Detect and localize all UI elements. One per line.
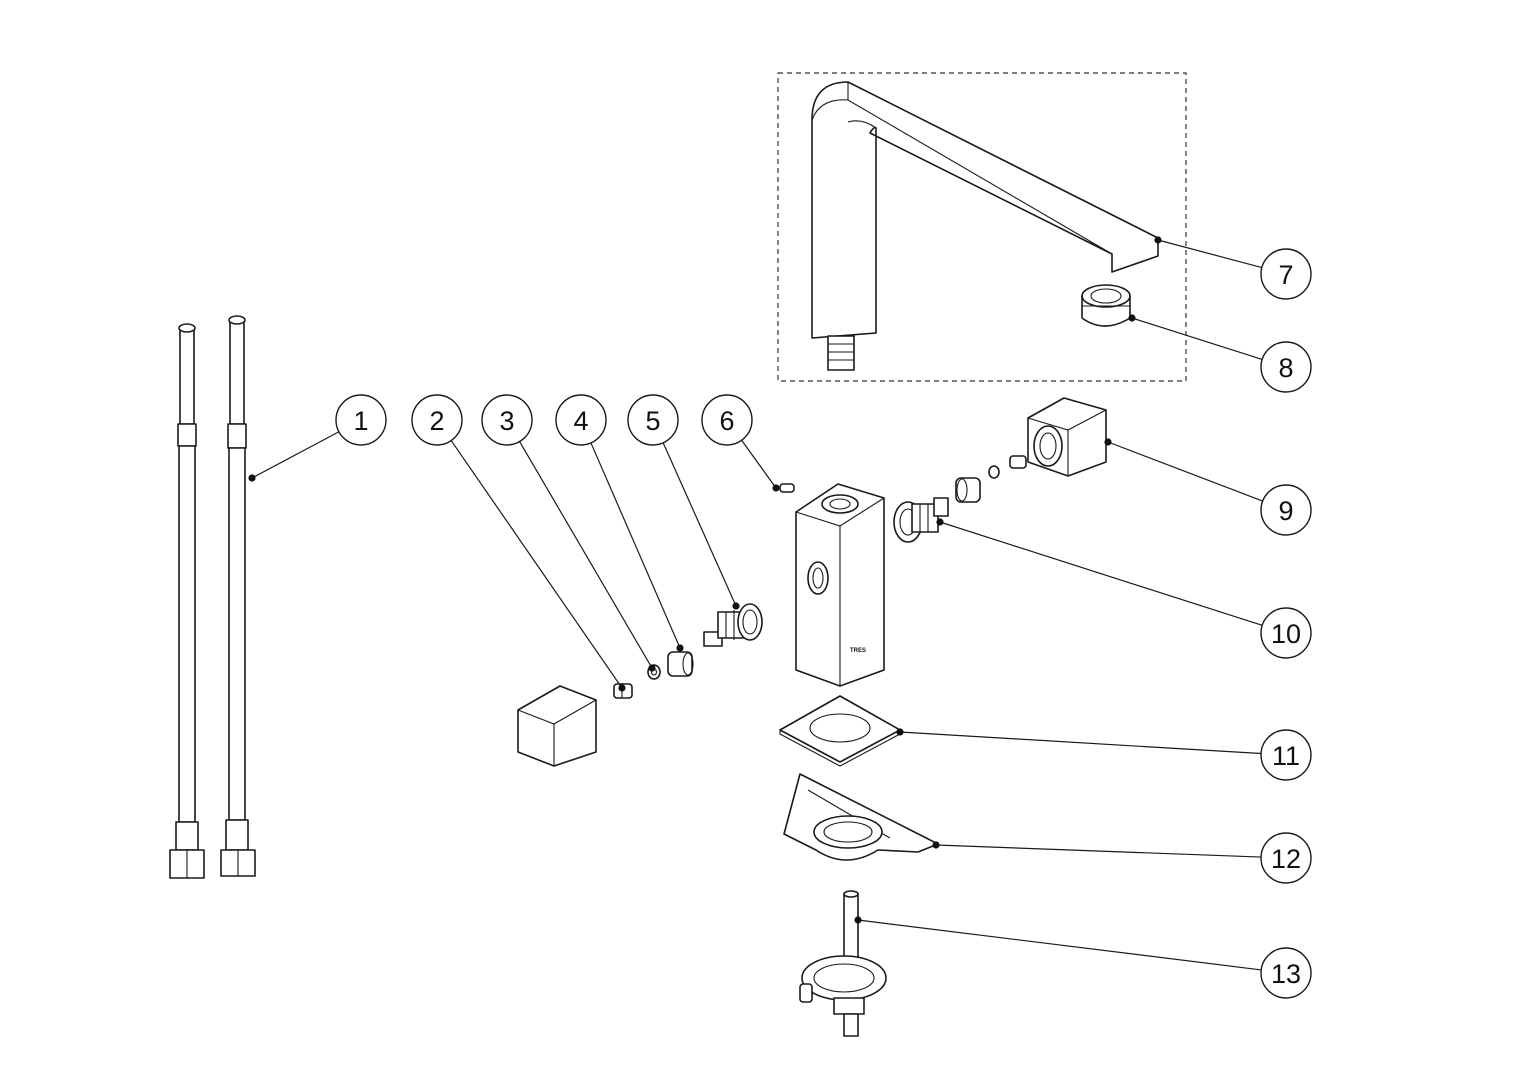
leader-dot-13 bbox=[854, 916, 862, 924]
leader-line-11 bbox=[899, 731, 1262, 755]
callout-label-4: 4 bbox=[573, 406, 588, 436]
callout-label-9: 9 bbox=[1278, 496, 1293, 526]
leader-line-9 bbox=[1107, 441, 1263, 502]
callout-label-12: 12 bbox=[1271, 844, 1301, 874]
leader-line-5 bbox=[662, 442, 737, 607]
leader-line-10 bbox=[939, 521, 1263, 626]
leader-lines bbox=[248, 236, 1263, 971]
part-6-pin bbox=[779, 483, 795, 493]
right-screw bbox=[1009, 455, 1027, 469]
right-washer bbox=[988, 465, 1000, 479]
callout-label-3: 3 bbox=[499, 406, 514, 436]
leader-dot-12 bbox=[932, 841, 940, 849]
leader-dot-4 bbox=[676, 644, 684, 652]
callout-circle-9 bbox=[1260, 484, 1312, 536]
leader-dot-10 bbox=[936, 518, 944, 526]
leader-dot-6 bbox=[772, 484, 780, 492]
callout-circle-13 bbox=[1260, 947, 1312, 999]
part-10-cartridge bbox=[893, 497, 949, 543]
leader-line-3 bbox=[519, 441, 653, 669]
callout-label-10: 10 bbox=[1271, 619, 1301, 649]
leader-line-13 bbox=[857, 919, 1262, 971]
leader-line-12 bbox=[935, 844, 1262, 858]
leader-line-4 bbox=[590, 442, 681, 649]
callout-circle-6 bbox=[701, 394, 753, 446]
leader-dot-8 bbox=[1128, 314, 1136, 322]
callout-label-8: 8 bbox=[1278, 353, 1293, 383]
callout-circle-10 bbox=[1260, 607, 1312, 659]
leader-dot-1 bbox=[248, 474, 256, 482]
leader-line-6 bbox=[741, 439, 777, 489]
leader-dot-3 bbox=[648, 664, 656, 672]
leader-dot-2 bbox=[618, 684, 626, 692]
leader-line-8 bbox=[1131, 317, 1263, 360]
part-9-cube-handle bbox=[1027, 397, 1107, 477]
part-7-spout bbox=[811, 81, 1159, 371]
callout-circle-4 bbox=[555, 394, 607, 446]
callout-circle-1 bbox=[335, 394, 387, 446]
leader-dot-11 bbox=[896, 728, 904, 736]
part-5-cartridge bbox=[703, 603, 763, 647]
right-adapter bbox=[955, 477, 981, 503]
leader-dot-9 bbox=[1104, 438, 1112, 446]
callout-label-6: 6 bbox=[719, 406, 734, 436]
leader-line-1 bbox=[251, 431, 340, 479]
part-12-mounting-bracket bbox=[783, 773, 939, 861]
leader-dot-7 bbox=[1154, 236, 1162, 244]
part-13-threaded-rod bbox=[799, 890, 887, 1037]
part-4-adapter bbox=[667, 651, 694, 677]
spout-assembly-box bbox=[777, 72, 1187, 382]
brand-mark: TRES bbox=[850, 648, 866, 654]
callout-label-2: 2 bbox=[429, 406, 444, 436]
callout-label-13: 13 bbox=[1271, 959, 1301, 989]
handle-cube bbox=[517, 685, 597, 767]
callout-label-11: 11 bbox=[1272, 741, 1300, 771]
callout-circle-11 bbox=[1260, 729, 1312, 781]
callout-circle-3 bbox=[481, 394, 533, 446]
callout-label-5: 5 bbox=[645, 406, 660, 436]
leader-line-7 bbox=[1157, 239, 1262, 269]
callout-circle-5 bbox=[627, 394, 679, 446]
part-8-aerator bbox=[1081, 284, 1131, 327]
callout-label-7: 7 bbox=[1278, 260, 1293, 290]
main-body: TRES bbox=[795, 483, 885, 687]
leader-dot-5 bbox=[732, 602, 740, 610]
part-1-flexible-hoses bbox=[169, 315, 256, 879]
callout-label-1: 1 bbox=[353, 406, 368, 436]
callout-circle-8 bbox=[1260, 341, 1312, 393]
part-11-base-plate bbox=[779, 695, 901, 767]
callout-circle-2 bbox=[411, 394, 463, 446]
callout-circle-12 bbox=[1260, 832, 1312, 884]
leader-line-2 bbox=[450, 440, 623, 689]
callout-circle-7 bbox=[1260, 248, 1312, 300]
